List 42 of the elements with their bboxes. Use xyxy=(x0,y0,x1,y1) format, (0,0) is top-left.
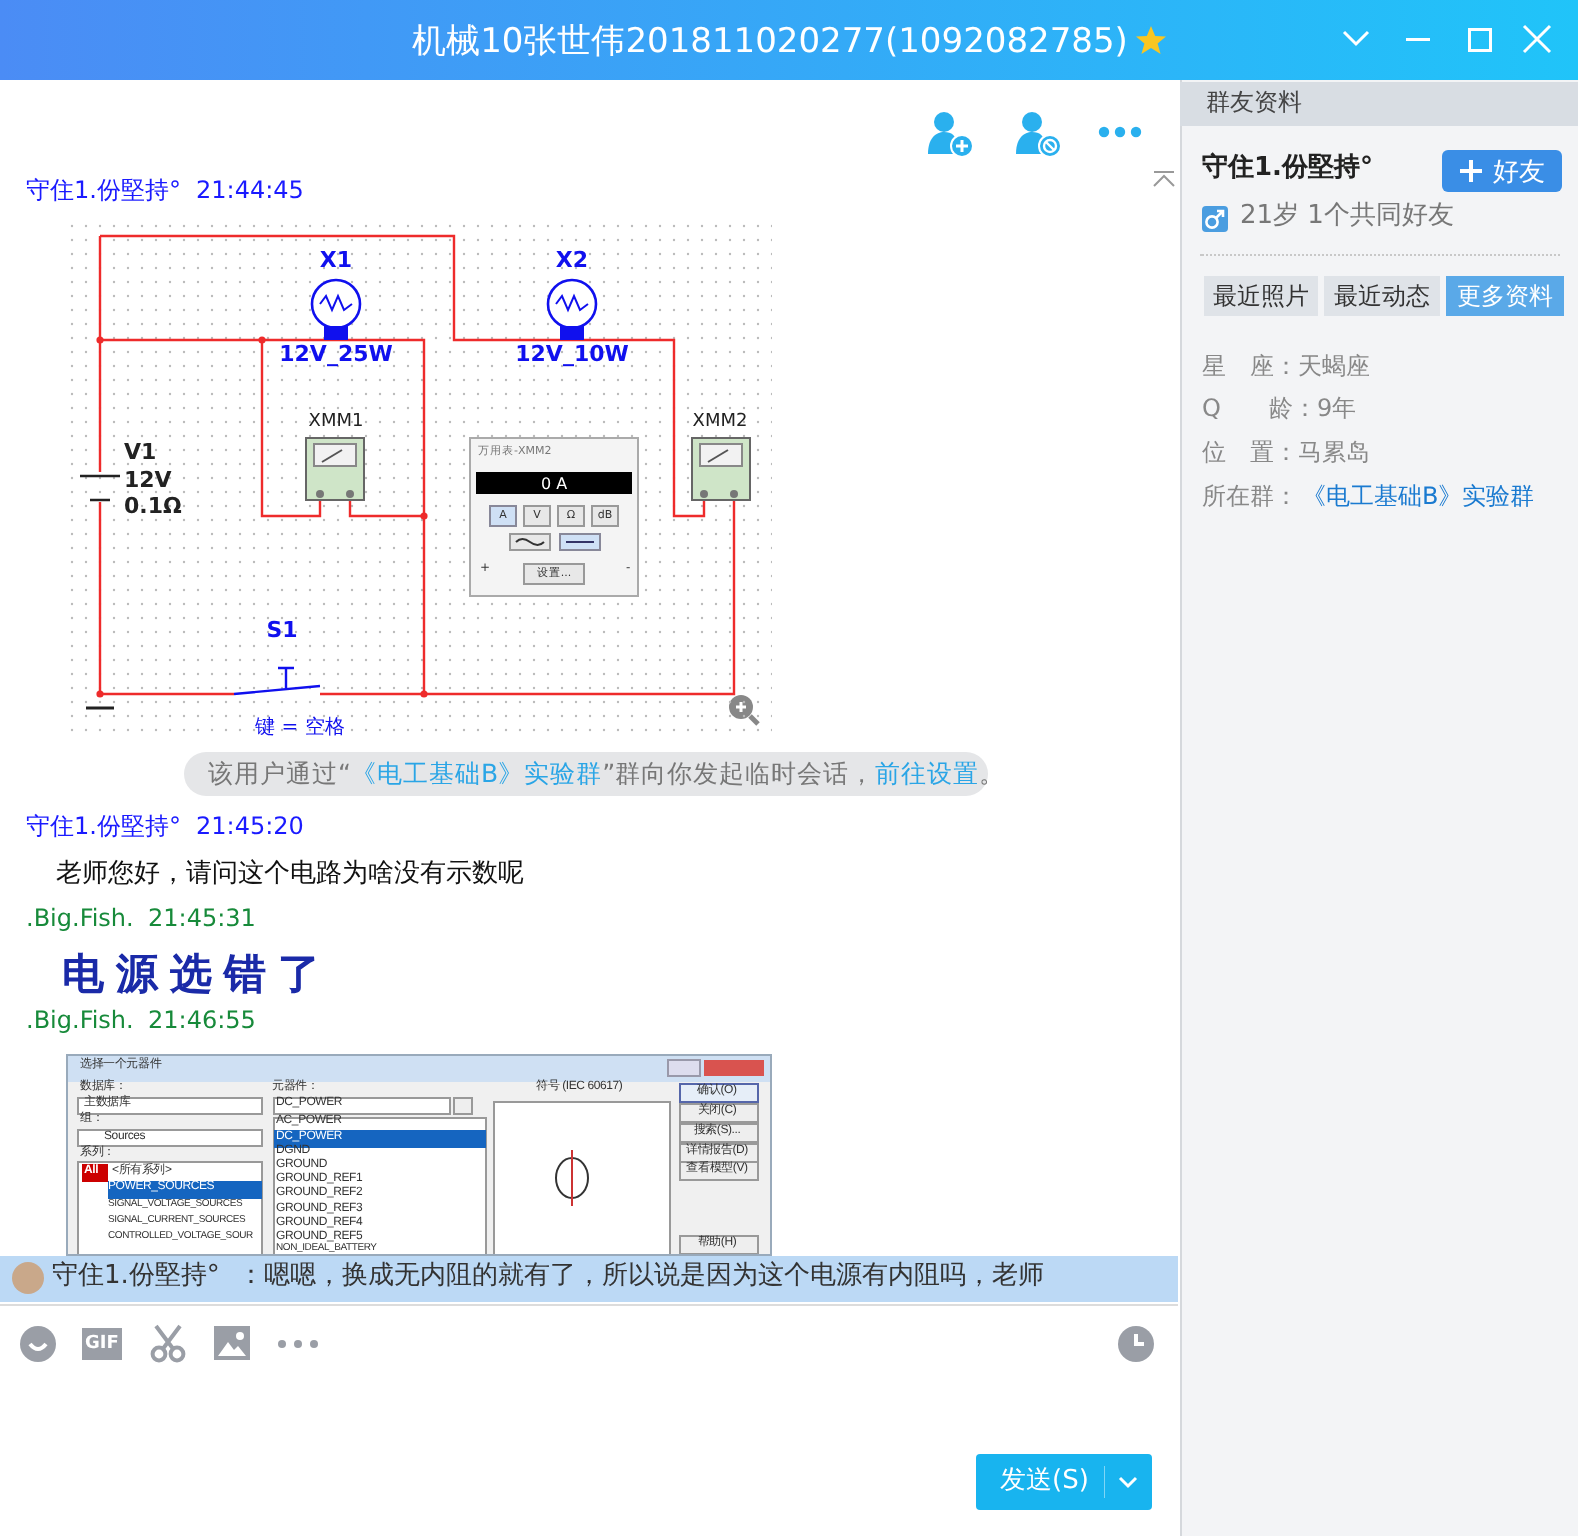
component-value: 12V_10W xyxy=(515,343,629,369)
component-label: X2 xyxy=(555,249,589,275)
profile-name: 守住1.份堅持° xyxy=(1202,155,1373,185)
profile-field: 位 置：马累岛 xyxy=(1202,440,1370,468)
component-label: XMM1 xyxy=(308,411,364,433)
system-notice-text: 该用户通过“《电工基础B》实验群”群向你发起临时会话，前往设置。 xyxy=(208,759,1006,789)
timestamp: 21:44:45 xyxy=(196,178,304,206)
component-value: 0.1Ω xyxy=(124,495,182,521)
timestamp: 21:46:55 xyxy=(148,1008,256,1036)
tab: 最近照片 xyxy=(1204,276,1318,316)
message-text: 老师您好，请问这个电路为啥没有示数呢 xyxy=(56,861,524,891)
add-friend-button: 好友 xyxy=(1442,150,1562,192)
tab: 最近动态 xyxy=(1324,276,1440,316)
message-text: ：嗯嗯，换成无内阻的就有了，所以说是因为这个电源有内阻吗，老师 xyxy=(238,1263,1044,1293)
profile-field: Q 龄：9年 xyxy=(1202,396,1357,424)
key-hint: 键 = 空格 xyxy=(255,716,345,740)
profile-summary: 21岁 1个共同好友 xyxy=(1240,203,1454,233)
group-link: 《电工基础B》实验群 xyxy=(1302,484,1535,512)
profile-field: 星 座：天蝎座 xyxy=(1202,354,1370,382)
component-value: 12V_25W xyxy=(279,343,393,369)
group-link: 《电工基础B》实验群 xyxy=(350,757,603,788)
meter-reading: 0 A xyxy=(540,473,568,493)
component-label: XMM2 xyxy=(692,411,748,433)
timestamp: 21:45:31 xyxy=(148,906,256,934)
message-text: 电源选错了 xyxy=(62,949,332,999)
component-value: 12V xyxy=(124,469,172,495)
component-label: X1 xyxy=(319,249,353,275)
sender-name: 守住1.份堅持° xyxy=(52,1263,220,1293)
profile-field: 所在群： xyxy=(1202,484,1298,512)
send-button: 发送(S) xyxy=(976,1454,1152,1510)
component-label: S1 xyxy=(266,619,298,645)
window-title: 机械10张世伟201811020277(1092082785) xyxy=(412,19,1128,63)
sender-name: 守住1.份堅持° xyxy=(26,814,181,842)
timestamp: 21:45:20 xyxy=(196,814,304,842)
gif-button: GIF xyxy=(82,1328,122,1360)
settings-link: 前往设置 xyxy=(875,757,980,788)
panel-heading: 群友资料 xyxy=(1206,90,1302,118)
sender-name: .Big.Fish. xyxy=(26,906,134,934)
component-label: V1 xyxy=(124,441,157,467)
tab: 更多资料 xyxy=(1446,276,1564,316)
sender-name: .Big.Fish. xyxy=(26,1008,134,1036)
sender-name: 守住1.份堅持° xyxy=(26,178,181,206)
